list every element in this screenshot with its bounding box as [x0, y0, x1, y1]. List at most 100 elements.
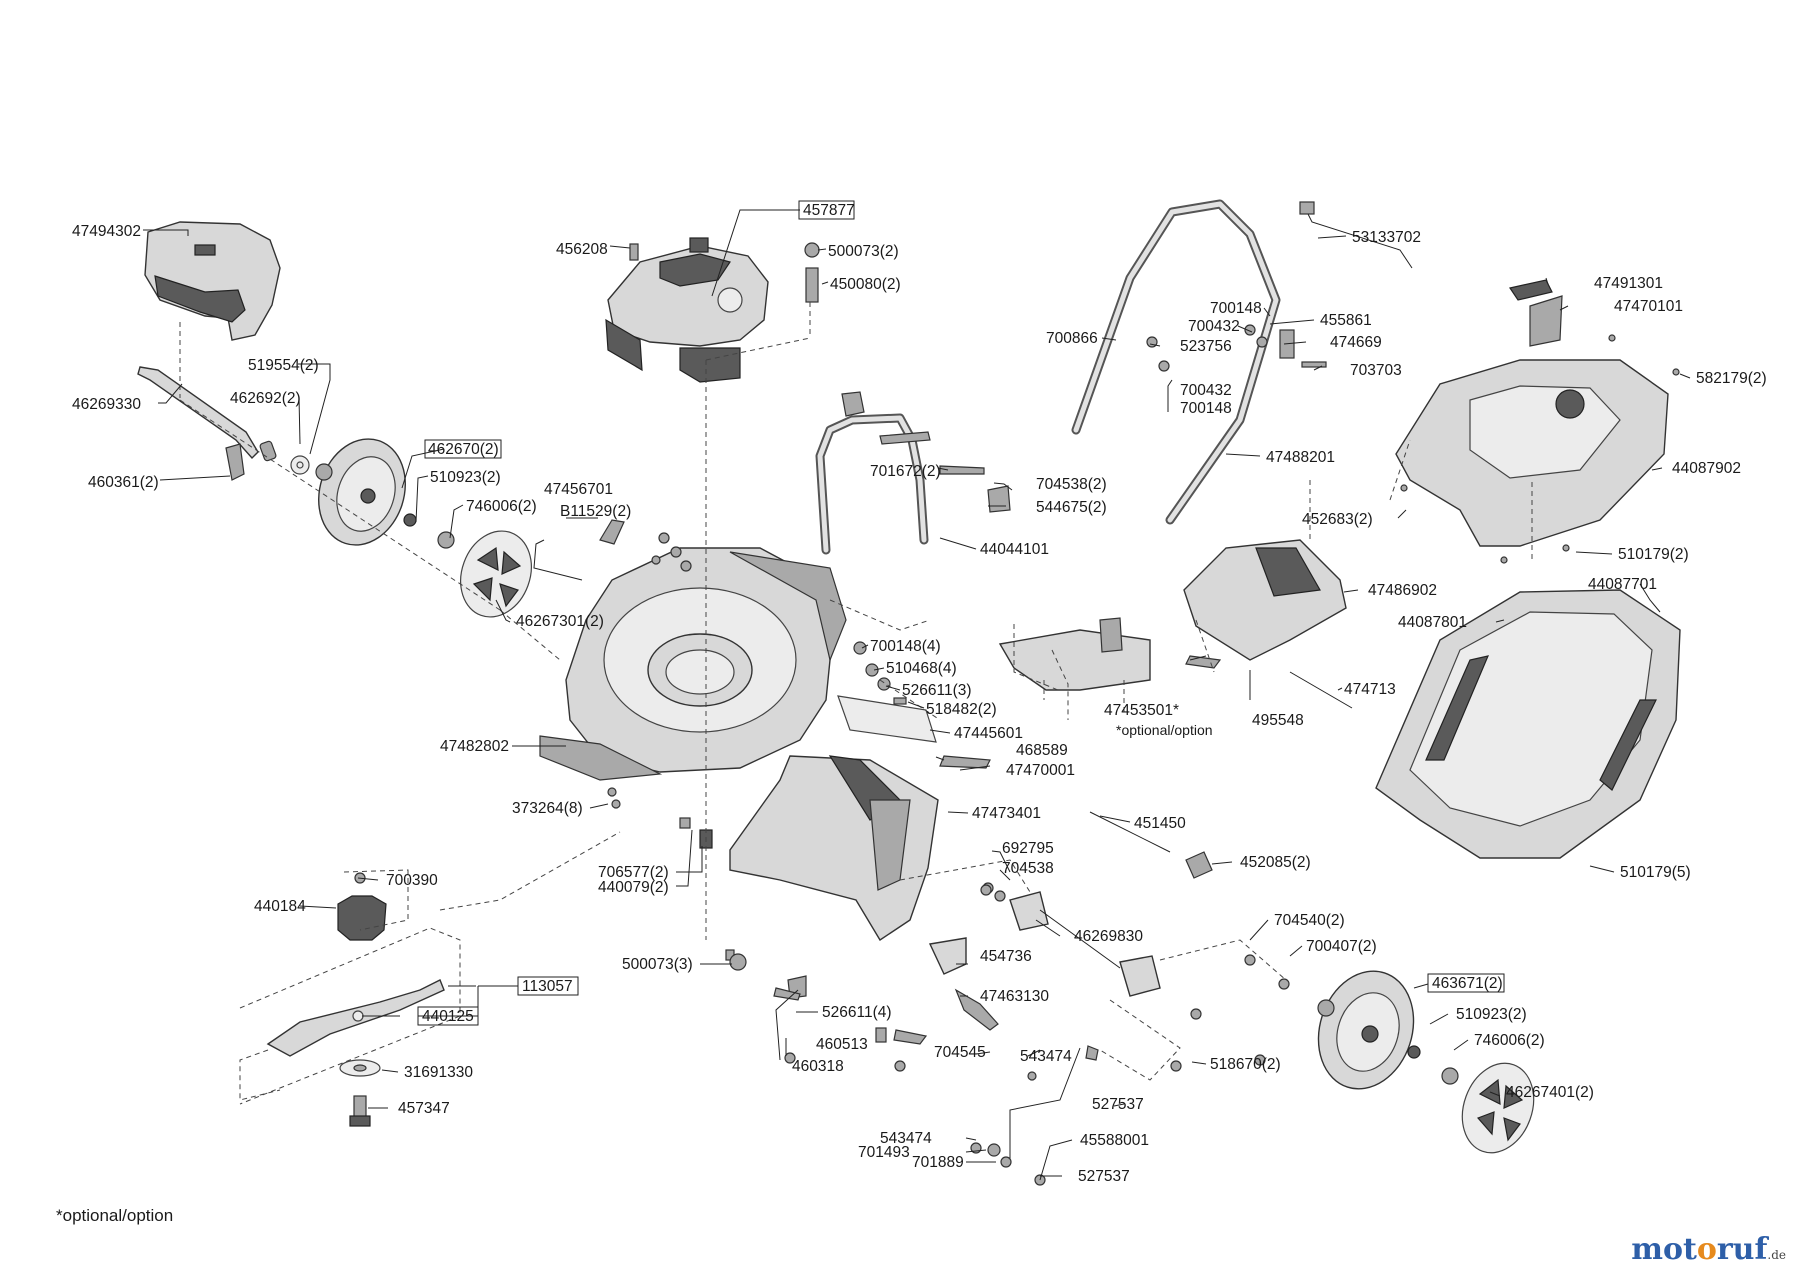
label-544675: 544675(2) — [1036, 499, 1107, 516]
label-46267301: 46267301(2) — [516, 613, 604, 630]
label-46267401: 46267401(2) — [1506, 1084, 1594, 1101]
label-47486902: 47486902 — [1368, 582, 1437, 599]
label-44087902: 44087902 — [1672, 460, 1741, 477]
brand-part-3: ruf — [1716, 1232, 1768, 1267]
engine-part — [605, 237, 769, 383]
leader-lines — [143, 209, 1691, 1181]
label-703703: 703703 — [1350, 362, 1402, 379]
label-460318: 460318 — [792, 1058, 844, 1075]
deck-bolts-part — [599, 519, 692, 797]
brand-logo[interactable]: motoruf.de — [1631, 1232, 1786, 1267]
label-47488201: 47488201 — [1266, 449, 1335, 466]
label-373264: 373264(8) — [512, 800, 583, 817]
label-700148-deck: 700148(4) — [870, 638, 941, 655]
label-692795: 692795 — [1002, 840, 1054, 857]
label-700432-bottom: 700432 — [1180, 382, 1232, 399]
label-510179-bottom: 510179(5) — [1620, 864, 1691, 881]
rear-axle-left-part — [137, 366, 310, 481]
blade-part — [266, 979, 445, 1057]
label-543474-top: 543474 — [1020, 1048, 1072, 1065]
label-582179: 582179(2) — [1696, 370, 1767, 387]
blade-adapter-part — [337, 872, 387, 941]
brand-part-2: o — [1696, 1232, 1717, 1267]
rear-flap-part — [729, 755, 939, 941]
bracket-part — [837, 695, 991, 769]
brand-part-1: mot — [1631, 1232, 1697, 1267]
label-456208: 456208 — [556, 241, 608, 258]
label-519554: 519554(2) — [248, 357, 319, 374]
label-543474-bottom: 543474 — [880, 1130, 932, 1147]
label-527537-top: 527537 — [1092, 1096, 1144, 1113]
label-47445601: 47445601 — [954, 725, 1023, 742]
label-704540: 704540(2) — [1274, 912, 1345, 929]
label-44044101: 44044101 — [980, 541, 1049, 558]
label-B11529: B11529(2) — [560, 503, 631, 520]
label-523756: 523756 — [1180, 338, 1232, 355]
label-704538-bottom: 704538 — [1002, 860, 1054, 877]
label-704545: 704545 — [934, 1044, 986, 1061]
blade-washer-part — [339, 1059, 381, 1127]
label-47470001: 47470001 — [1006, 762, 1075, 779]
label-526611-deck: 526611(3) — [902, 682, 972, 699]
label-44087801: 44087801 — [1398, 614, 1467, 631]
rear-axle-right-part — [1089, 811, 1213, 879]
brand-tld: .de — [1767, 1248, 1786, 1262]
label-462670: 462670(2) — [428, 441, 499, 458]
label-113057: 113057 — [522, 978, 573, 995]
label-450080: 450080(2) — [830, 276, 901, 293]
label-boxes — [417, 200, 1505, 1026]
screws-part — [853, 641, 907, 705]
label-700148-bottom: 700148 — [1180, 400, 1232, 417]
label-440125: 440125 — [422, 1008, 474, 1025]
label-701672: 701672(2) — [870, 463, 941, 480]
label-500073-bottom: 500073(3) — [622, 956, 693, 973]
label-463671: 463671(2) — [1432, 975, 1503, 992]
rear-wheel-right-part — [1190, 954, 1459, 1090]
label-706577: 706577(2) — [598, 864, 669, 881]
label-452683: 452683(2) — [1302, 511, 1373, 528]
label-31691330: 31691330 — [404, 1064, 473, 1081]
rear-cover-part — [144, 221, 281, 341]
label-47463130: 47463130 — [980, 988, 1049, 1005]
label-701493: 701493 — [858, 1144, 910, 1161]
label-45588001: 45588001 — [1080, 1132, 1149, 1149]
label-optional-note: *optional/option — [1116, 722, 1213, 738]
label-47494302: 47494302 — [72, 223, 141, 240]
label-518670: 518670(2) — [1210, 1056, 1281, 1073]
label-454736: 454736 — [980, 948, 1032, 965]
label-452085: 452085(2) — [1240, 854, 1311, 871]
label-526611-bottom: 526611(4) — [822, 1004, 892, 1021]
label-700148-handle: 700148 — [1210, 300, 1262, 317]
label-47453501: 47453501* — [1104, 702, 1179, 719]
label-47491301: 47491301 — [1594, 275, 1663, 292]
height-lever-part — [987, 1045, 1099, 1160]
part-labels: 47494302 519554(2) 46269330 462692(2) 46… — [72, 202, 1767, 1185]
label-451450: 451450 — [1134, 815, 1186, 832]
hub-cap-right-part — [1461, 1062, 1535, 1154]
rear-flap-clip-part — [679, 817, 713, 849]
grass-bag-part — [1375, 589, 1681, 859]
label-457347: 457347 — [398, 1100, 450, 1117]
label-440079: 440079(2) — [598, 879, 669, 896]
grass-bag-screws-part — [1400, 334, 1680, 564]
mulch-plug-part — [1183, 539, 1347, 661]
cable-part — [1299, 201, 1413, 269]
label-510923-right: 510923(2) — [1456, 1006, 1527, 1023]
label-700390: 700390 — [386, 872, 438, 889]
side-discharge-part — [998, 617, 1151, 691]
grass-bag-top-part — [1395, 279, 1669, 547]
label-462692: 462692(2) — [230, 390, 301, 407]
misc-screws-part — [611, 799, 1266, 1186]
label-44087701: 44087701 — [1588, 576, 1657, 593]
rear-wheel-left-part — [315, 438, 455, 549]
label-460513: 460513 — [816, 1036, 868, 1053]
label-746006-left: 746006(2) — [466, 498, 537, 515]
label-510923-left: 510923(2) — [430, 469, 501, 486]
label-746006-right: 746006(2) — [1474, 1032, 1545, 1049]
label-700407: 700407(2) — [1306, 938, 1377, 955]
label-47482802: 47482802 — [440, 738, 509, 755]
label-474713: 474713 — [1344, 681, 1396, 698]
label-700432-top: 700432 — [1188, 318, 1240, 335]
label-46269330: 46269330 — [72, 396, 141, 413]
